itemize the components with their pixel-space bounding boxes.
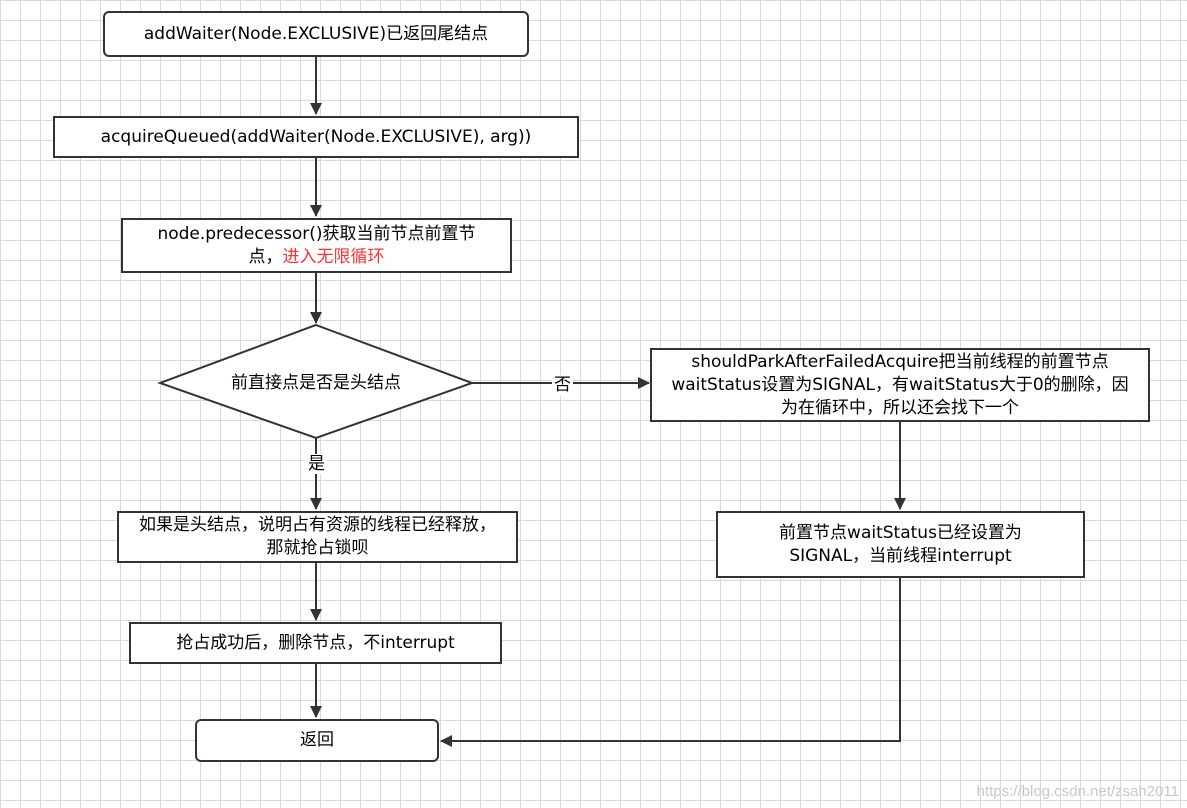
should-park-node: shouldParkAfterFailedAcquire把当前线程的前置节点wa… <box>650 348 1150 422</box>
acquire-queued-text: acquireQueued(addWaiter(Node.EXCLUSIVE),… <box>100 126 532 147</box>
edge-no-label: 否 <box>552 375 573 395</box>
edge-signal-to-return <box>440 578 901 747</box>
add-waiter-node: addWaiter(Node.EXCLUSIVE)已返回尾结点 <box>103 11 529 57</box>
head-node-text: 如果是头结点，说明占有资源的线程已经释放，那就抢占锁呗 <box>139 515 496 558</box>
return-text: 返回 <box>300 730 334 750</box>
should-park-text: shouldParkAfterFailedAcquire把当前线程的前置节点wa… <box>671 351 1129 418</box>
decision-label: 前直接点是否是头结点 <box>231 373 401 393</box>
edge-yes-label: 是 <box>306 454 327 474</box>
infinite-loop-highlight: 进入无限循环 <box>282 246 385 267</box>
signal-set-text: 前置节点waitStatus已经设置为SIGNAL，当前线程interrupt <box>779 522 1022 566</box>
predecessor-text-line1: node.predecessor()获取当前节点前置节 <box>157 223 476 244</box>
add-waiter-text: addWaiter(Node.EXCLUSIVE)已返回尾结点 <box>143 23 489 44</box>
signal-set-node: 前置节点waitStatus已经设置为SIGNAL，当前线程interrupt <box>716 511 1085 578</box>
predecessor-node: node.predecessor()获取当前节点前置节 点，进入无限循环 <box>121 218 512 273</box>
head-node-box: 如果是头结点，说明占有资源的线程已经释放，那就抢占锁呗 <box>117 511 518 563</box>
acquire-queued-node: acquireQueued(addWaiter(Node.EXCLUSIVE),… <box>53 116 579 158</box>
watermark: https://blog.csdn.net/zsah2011 <box>976 783 1179 800</box>
acquire-success-text: 抢占成功后，删除节点，不interrupt <box>176 632 455 653</box>
predecessor-text-plain: 点， <box>248 246 283 267</box>
acquire-success-node: 抢占成功后，删除节点，不interrupt <box>129 622 502 664</box>
predecessor-text-line2: 点，进入无限循环 <box>249 246 385 269</box>
decision-diamond <box>157 323 475 440</box>
return-node: 返回 <box>195 719 439 762</box>
